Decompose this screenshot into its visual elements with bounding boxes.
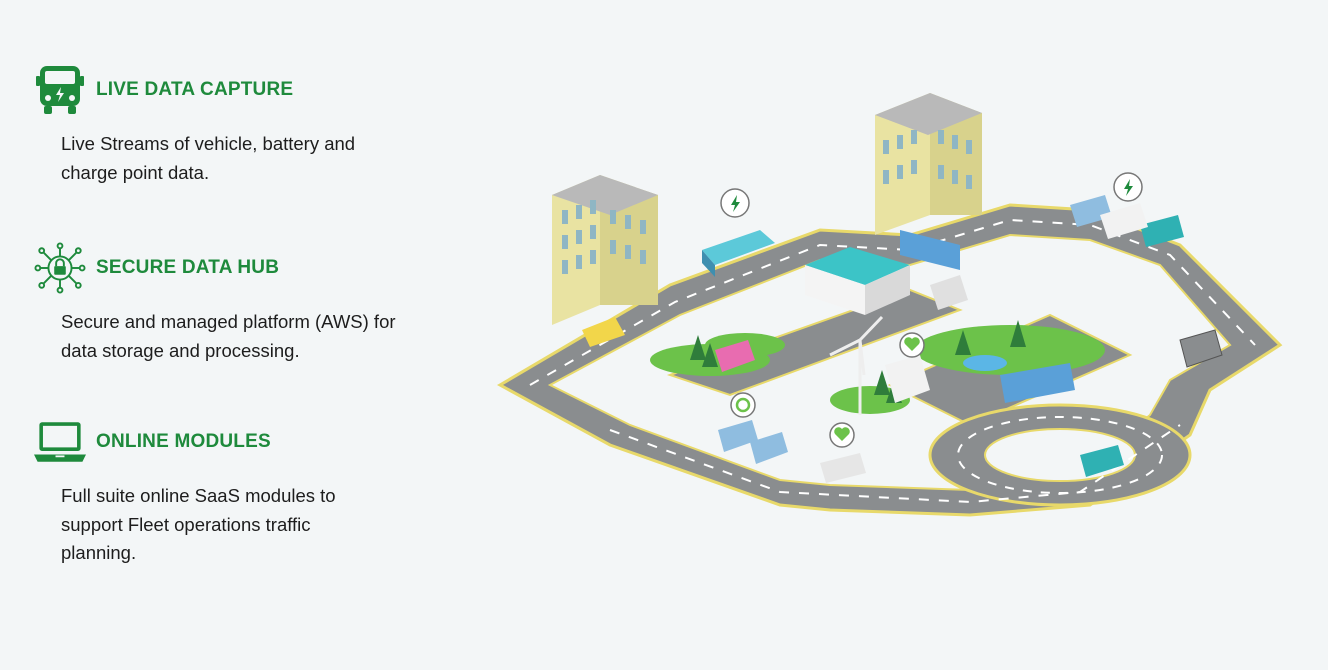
bus: [702, 230, 775, 277]
laptop-icon: [34, 414, 86, 470]
isometric-smart-city-illustration: [496, 93, 1283, 517]
car: [750, 432, 788, 464]
feature-header: LIVE DATA CAPTURE: [34, 60, 454, 120]
feature-title: ONLINE MODULES: [96, 431, 271, 452]
vehicles: [582, 195, 1223, 483]
road-network: [496, 203, 1283, 517]
car: [715, 340, 755, 372]
secure-circuit-lock-icon: [34, 240, 86, 296]
bus: [900, 230, 960, 270]
bus: [1000, 363, 1075, 403]
feature-header: ONLINE MODULES: [34, 412, 454, 472]
van: [885, 355, 930, 403]
heart-pin-icon: [899, 332, 925, 358]
feature-description: Secure and managed platform (AWS) for da…: [61, 311, 396, 361]
car: [582, 317, 625, 347]
feature-title: SECURE DATA HUB: [96, 257, 280, 278]
feature-header: SECURE DATA HUB: [34, 238, 454, 298]
feature-secure-data-hub: SECURE DATA HUB Secure and managed platf…: [34, 238, 454, 365]
feature-description: Live Streams of vehicle, battery and cha…: [61, 133, 356, 183]
van: [1100, 203, 1148, 239]
feature-online-modules: ONLINE MODULES Full suite online SaaS mo…: [34, 412, 454, 568]
feature-title: LIVE DATA CAPTURE: [96, 79, 294, 100]
van: [1179, 329, 1223, 368]
electric-bus-icon: [34, 62, 86, 118]
charging-pin-icon: [1113, 172, 1143, 202]
charging-pin-icon: [720, 188, 750, 218]
pond: [963, 355, 1007, 371]
feature-description: Full suite online SaaS modules to suppor…: [61, 485, 336, 563]
car: [820, 453, 866, 483]
heart-pin-icon: [829, 422, 855, 448]
feature-live-data-capture: LIVE DATA CAPTURE Live Streams of vehicl…: [34, 60, 454, 187]
car: [1140, 215, 1184, 247]
wind-turbine: [829, 315, 884, 415]
car: [1080, 445, 1124, 477]
van: [930, 275, 968, 310]
recycle-pin-icon: [730, 392, 756, 418]
building-right: [875, 93, 982, 235]
car: [718, 420, 758, 452]
building-left: [552, 175, 658, 325]
charging-station-building: [805, 247, 910, 315]
